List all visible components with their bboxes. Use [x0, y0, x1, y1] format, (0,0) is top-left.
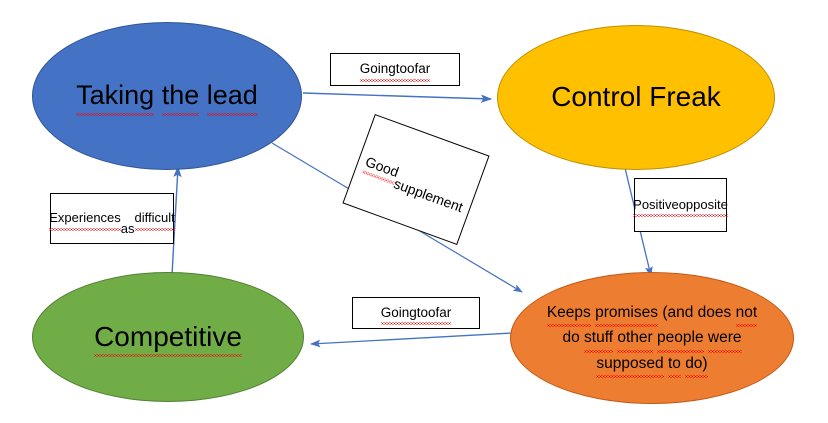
node-control-freak[interactable]: Control Freak: [497, 25, 775, 170]
arrow-keeps-to-competitive: [309, 332, 513, 348]
arrow-lead-to-freak: [302, 92, 493, 103]
edge-label-going-too-far-top[interactable]: Going too far: [330, 53, 460, 86]
node-taking-the-lead-label: Taking the lead: [68, 78, 266, 116]
node-control-freak-label: Control Freak: [551, 81, 721, 113]
node-competitive-label: Competitive: [86, 319, 250, 358]
node-taking-the-lead[interactable]: Taking the lead: [32, 22, 302, 170]
node-competitive[interactable]: Competitive: [32, 272, 304, 402]
edge-label-going-too-far-bottom[interactable]: Going too far: [352, 297, 480, 329]
